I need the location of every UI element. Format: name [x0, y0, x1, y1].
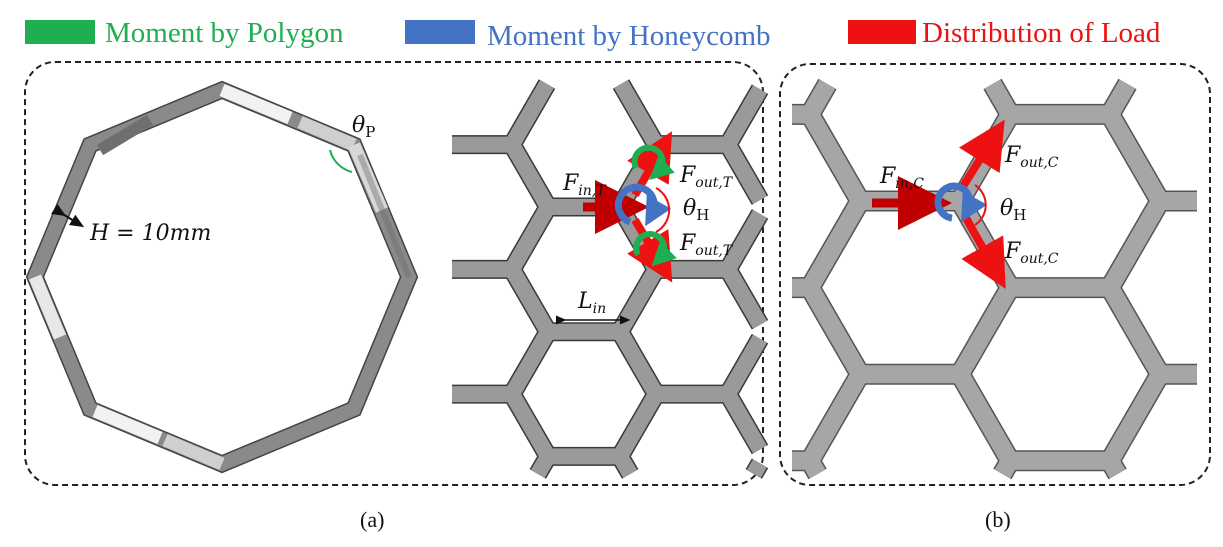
length-label: Lin — [577, 289, 606, 317]
legend-swatch-polygon — [25, 20, 95, 44]
legend-label-polygon: Moment by Polygon — [105, 17, 344, 49]
honeycomb-moment-icon-b — [934, 182, 988, 223]
honeycomb-angle-label-a: θH — [683, 196, 709, 224]
polygon-angle-arc — [329, 149, 353, 173]
legend-swatch-honeycomb — [405, 20, 475, 44]
force-out-bottom-label-b: Fout,C — [1004, 239, 1059, 267]
force-out-bottom-label-a: Fout,T — [679, 231, 734, 259]
caption-a: (a) — [360, 507, 384, 532]
panel-a-frame — [24, 61, 764, 486]
panel-b-loads — [872, 119, 1006, 289]
honeycomb-angle-arc — [655, 187, 671, 233]
legend-swatch-load — [848, 20, 916, 44]
load-out-top-arrow-b — [958, 119, 1005, 191]
polygon-moment-bottom-icon — [633, 231, 677, 267]
honeycomb-moment-icon — [614, 183, 672, 227]
force-out-top-label-b: Fout,C — [1004, 143, 1059, 171]
panel-b-frame — [779, 63, 1211, 486]
panel-a-loads — [583, 131, 677, 283]
honeycomb-angle-arc-b — [974, 184, 987, 226]
honeycomb-strut — [452, 79, 767, 479]
thickness-label: H = 10mm — [89, 221, 211, 246]
octagon-structure — [25, 80, 419, 474]
force-in-label-a: Fin,T — [562, 171, 607, 199]
load-out-bottom-arrow-b — [961, 216, 1006, 289]
honeycomb-angle-label-b: θH — [1000, 196, 1026, 224]
caption-b: (b) — [985, 507, 1011, 532]
thickness-arrow — [51, 203, 85, 228]
polygon-angle-label: θP — [352, 113, 375, 141]
legend: Moment by Polygon Moment by Honeycomb Di… — [25, 17, 1161, 52]
legend-label-honeycomb: Moment by Honeycomb — [487, 20, 771, 52]
legend-label-load: Distribution of Load — [922, 17, 1161, 49]
honeycomb-structure-a — [452, 79, 769, 479]
polygon-moment-top-icon — [631, 144, 675, 181]
force-in-label-b: Fin,C — [879, 164, 924, 192]
force-out-top-label-a: Fout,T — [679, 163, 734, 191]
